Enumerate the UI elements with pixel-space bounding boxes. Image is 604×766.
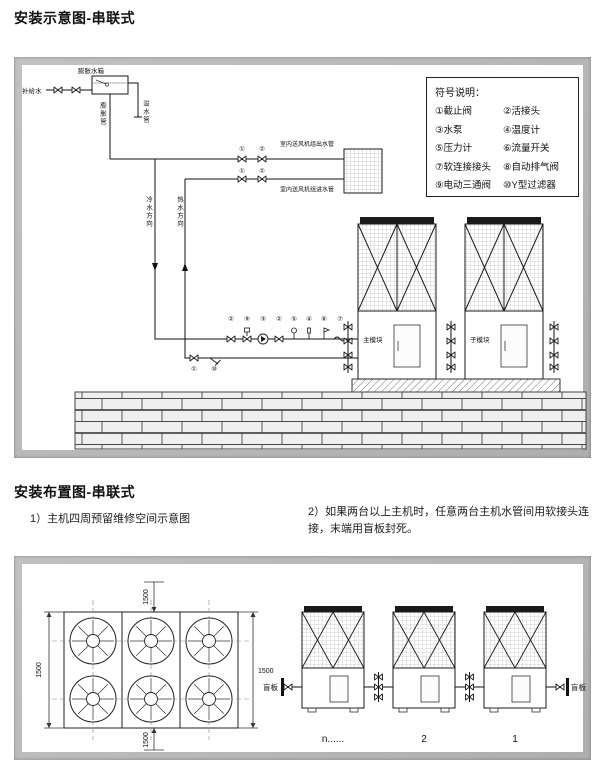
sub-module-label: 子模块 bbox=[470, 335, 490, 344]
expansion-tank bbox=[91, 75, 129, 95]
blind-plate-right bbox=[566, 678, 569, 696]
dimension-label: 1500 bbox=[143, 732, 150, 748]
legend-item: ⑦软连接接头 bbox=[435, 161, 492, 173]
legend-item: ③水泵 bbox=[435, 124, 463, 136]
pipe-symbol-number: ④ bbox=[306, 316, 312, 323]
cold-direction-label: 冷水方向 bbox=[144, 196, 152, 228]
pipe-symbol-number: ② bbox=[259, 168, 265, 175]
flexible-connector-stack bbox=[343, 321, 353, 373]
pipe-symbol-number: ② bbox=[259, 146, 265, 153]
three-way-valve-icon bbox=[242, 327, 252, 343]
legend-item: ⑧自动排气阀 bbox=[503, 161, 560, 173]
flexible-connector-stack bbox=[549, 321, 559, 373]
legend-item: ⑥流量开关 bbox=[503, 143, 550, 154]
unit-number-label: 1 bbox=[512, 734, 518, 745]
shutoff-valve-icon bbox=[189, 354, 199, 362]
pipe-symbol-number: ① bbox=[239, 168, 245, 175]
fcu-inlet-label: 室内送风机组进水管 bbox=[280, 186, 334, 194]
pump-icon bbox=[257, 333, 269, 345]
pipe-symbol-number: ⑤ bbox=[291, 316, 297, 323]
unit-elevation-2 bbox=[392, 606, 456, 713]
pipe-symbol-number: ⑩ bbox=[211, 366, 217, 373]
pipe-symbol-number: ② bbox=[276, 316, 282, 323]
pipe-symbol-number: ⑥ bbox=[321, 316, 327, 323]
fan-coil-unit bbox=[343, 148, 383, 194]
hot-direction-label: 热水方向 bbox=[175, 196, 183, 228]
blind-plate-label: 盲板 bbox=[571, 682, 586, 692]
unit-number-label: n...... bbox=[322, 734, 344, 745]
pipe-symbol-number: ② bbox=[228, 316, 234, 323]
fcu-outlet-label: 室内送风机组出水管 bbox=[280, 140, 334, 148]
makeup-water-label: 补给水 bbox=[22, 86, 42, 95]
expansion-tank-label: 膨胀水箱 bbox=[78, 66, 105, 75]
blind-plate-label: 盲板 bbox=[263, 682, 278, 692]
legend-item: ④温度计 bbox=[503, 124, 541, 136]
dimension-label: 1500 bbox=[36, 662, 43, 678]
legend-item: ⑨电动三通阀 bbox=[435, 180, 492, 191]
pipe-symbol-number: ⑨ bbox=[244, 316, 250, 323]
unit-number-label: 2 bbox=[421, 734, 427, 745]
dimension-label: 1500 bbox=[143, 589, 150, 605]
section1-title: 安装示意图-串联式 bbox=[14, 10, 136, 26]
hot-flow-arrow bbox=[182, 263, 188, 271]
schematic-panel: 膨胀水箱 补给水 室内送风机组出水管 室内送风机组进水管 ① ② ① ② bbox=[14, 57, 591, 458]
legend-item: ⑩Y型过滤器 bbox=[503, 180, 556, 191]
unit-elevation-n bbox=[301, 606, 365, 713]
flexible-connector-stack bbox=[446, 321, 456, 373]
fan-top-view bbox=[69, 617, 117, 665]
fan-top-view bbox=[185, 617, 233, 665]
thermometer-icon bbox=[307, 327, 311, 339]
brick-wall bbox=[74, 391, 587, 450]
layout-drawing: 1500 1500 1500 1500 bbox=[36, 581, 586, 751]
unit-elevation-1 bbox=[483, 606, 547, 713]
pressure-gauge-icon bbox=[291, 327, 297, 339]
heat-pump-sub-module: 子模块 bbox=[464, 217, 544, 380]
note-1: 1）主机四周预留维修空间示意图 bbox=[30, 513, 191, 525]
symbol-legend: 符号说明： ①截止阀 ②活接头 ③水泵 ④温度计 ⑤压力计 ⑥流量开关 ⑦软连接… bbox=[426, 77, 579, 197]
legend-item: ⑤压力计 bbox=[435, 143, 473, 154]
legend-grid: ①截止阀 ②活接头 ③水泵 ④温度计 ⑤压力计 ⑥流量开关 ⑦软连接接头 ⑧自动… bbox=[435, 103, 574, 191]
note-2-line1: 2）如果两台以上主机时，任意两台主机水管间用软接头连 bbox=[308, 506, 590, 518]
pipe-symbol-number: ① bbox=[191, 366, 197, 373]
flow-switch-icon bbox=[323, 327, 331, 339]
pipe-symbol-number: ⑦ bbox=[337, 316, 343, 323]
expansion-pipe-label: 膨胀管 bbox=[98, 102, 106, 126]
note-2: 2）如果两台以上主机时，任意两台主机水管间用软接头连 接，末端用盲板封死。 bbox=[308, 504, 598, 538]
fan-top-view bbox=[127, 617, 175, 665]
dimension-label: 1500 bbox=[258, 668, 274, 675]
pipe-symbol-number: ③ bbox=[260, 316, 266, 323]
main-module-label: 主模块 bbox=[363, 335, 383, 344]
flexible-connectors bbox=[281, 672, 569, 702]
concrete-platform bbox=[351, 378, 561, 393]
fan-top-view bbox=[127, 675, 175, 723]
y-strainer-icon bbox=[209, 357, 221, 366]
note-2-line2: 接，末端用盲板封死。 bbox=[308, 523, 418, 535]
blind-plate-left bbox=[281, 678, 284, 696]
heat-pump-main-module: 主模块 bbox=[357, 217, 437, 380]
legend-title: 符号说明： bbox=[435, 88, 485, 99]
pipe-symbol-number: ① bbox=[239, 146, 245, 153]
layout-panel: 1500 1500 1500 1500 bbox=[14, 556, 591, 760]
layout-canvas: 1500 1500 1500 1500 bbox=[22, 564, 586, 752]
shutoff-valve-icon bbox=[226, 335, 236, 343]
fan-top-view bbox=[185, 675, 233, 723]
cold-flow-arrow bbox=[152, 263, 158, 271]
overflow-pipe-label: 溢水管 bbox=[141, 100, 149, 124]
schematic-drawing: 膨胀水箱 补给水 室内送风机组出水管 室内送风机组进水管 ① ② ① ② bbox=[22, 66, 587, 450]
section2-title: 安装布置图-串联式 bbox=[14, 484, 136, 500]
shutoff-valve-icon bbox=[274, 335, 284, 343]
fan-top-view bbox=[69, 675, 117, 723]
plan-view bbox=[52, 600, 250, 740]
legend-item: ①截止阀 bbox=[435, 106, 473, 117]
legend-item: ②活接头 bbox=[503, 106, 541, 117]
